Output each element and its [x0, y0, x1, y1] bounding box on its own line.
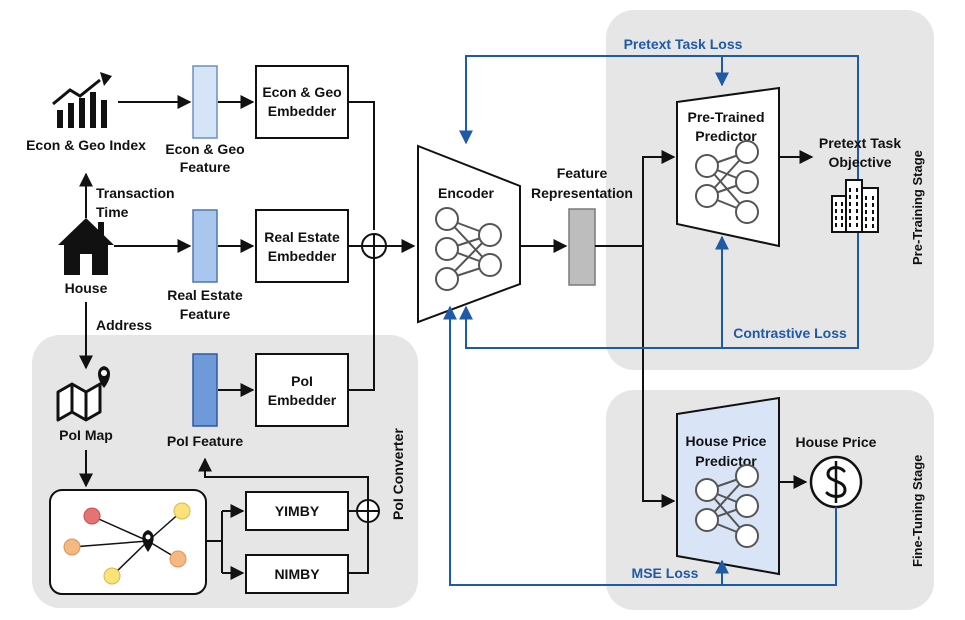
real-estate-embedder-label-2: Embedder [268, 248, 337, 264]
concat-plus-icon [361, 233, 387, 259]
pretrained-predictor-label-2: Predictor [695, 128, 757, 144]
poi-feature-label: PoI Feature [167, 433, 243, 449]
poi-embedder-label-1: PoI [291, 373, 313, 389]
nimby-label: NIMBY [274, 566, 320, 582]
pretraining-stage-label: Pre-Training Stage [910, 150, 925, 265]
pretext-task-loss-label: Pretext Task Loss [624, 36, 743, 52]
poi-graph [63, 502, 191, 585]
econ-geo-embedder-label-2: Embedder [268, 103, 337, 119]
house-icon [58, 218, 114, 275]
dollar-icon [809, 455, 863, 509]
pretext-loss-to-encoder-arrow [459, 55, 859, 262]
nimby-to-sum [348, 523, 369, 574]
pretrained-network-icon [695, 140, 759, 224]
real-estate-feature-label-1: Real Estate [167, 287, 243, 303]
poi-feature-bar [192, 353, 218, 427]
mse-loss-to-encoder-arrow [443, 305, 837, 586]
poi-node-orange [169, 550, 187, 568]
mse-loss-label: MSE Loss [632, 565, 699, 581]
poi-embedder-label-2: Embedder [268, 392, 337, 408]
transaction-time-label-2: Time [96, 204, 129, 220]
econ-geo-feature-label-1: Econ & Geo [165, 141, 244, 157]
house-price-predictor-label-1: House Price [686, 433, 767, 449]
arrow-to-pretrained-predictor [642, 150, 676, 246]
contrastive-loss-to-encoder-arrow [459, 236, 859, 349]
real-estate-feature-label-2: Feature [180, 306, 231, 322]
yimby-label: YIMBY [275, 503, 320, 519]
bar-chart-icon [52, 72, 112, 128]
feature-representation-label-2: Representation [531, 185, 633, 201]
house-price-label: House Price [796, 434, 877, 450]
house-label: House [65, 280, 108, 296]
poi-node-orange [63, 538, 81, 556]
sum-plus-icon [356, 499, 380, 523]
transaction-time-label-1: Transaction [96, 185, 175, 201]
finetuning-stage-label: Fine-Tuning Stage [910, 455, 925, 567]
poi-node-yellow [173, 502, 191, 520]
poi-embedder-box [255, 353, 349, 427]
arrow-sum-to-poi-feature [198, 457, 369, 500]
econ-embedder-to-concat [348, 101, 375, 230]
house-price-network-icon [695, 464, 759, 548]
econ-geo-embedder-label-1: Econ & Geo [262, 84, 341, 100]
contrastive-loss-label: Contrastive Loss [733, 325, 847, 341]
encoder-network-icon [435, 207, 502, 291]
encoder-trapezoid [417, 144, 521, 324]
real-estate-embedder-label-1: Real Estate [264, 229, 340, 245]
econ-geo-embedder-box [255, 65, 349, 139]
poi-node-yellow [103, 567, 121, 585]
address-label: Address [96, 317, 152, 333]
poi-converter-label: PoI Converter [390, 428, 406, 520]
nimby-box [245, 554, 349, 594]
poi-map-label: PoI Map [59, 427, 113, 443]
location-pin-icon [142, 530, 154, 552]
real-estate-feature-bar [192, 209, 218, 283]
poi-node-red [83, 507, 101, 525]
feature-representation-label-1: Feature [557, 165, 608, 181]
feature-representation-bar [568, 208, 596, 286]
house-price-predictor-label-2: Predictor [695, 453, 757, 469]
econ-geo-feature-bar [192, 65, 218, 139]
map-pin-icon [56, 366, 110, 422]
city-buildings-icon [831, 179, 879, 233]
house-price-predictor-trapezoid [676, 396, 780, 576]
encoder-label: Encoder [438, 185, 495, 201]
econ-geo-index-label: Econ & Geo Index [26, 137, 146, 153]
arrow-to-house-price-predictor [642, 246, 676, 508]
pretext-task-objective-label-1: Pretext Task [819, 135, 901, 151]
econ-geo-feature-label-2: Feature [180, 159, 231, 175]
pretext-task-objective-label-2: Objective [828, 154, 891, 170]
poi-embedder-to-concat [348, 258, 375, 391]
pretrained-predictor-label-1: Pre-Trained [687, 109, 764, 125]
yimby-box [245, 491, 349, 531]
real-estate-embedder-box [255, 209, 349, 283]
